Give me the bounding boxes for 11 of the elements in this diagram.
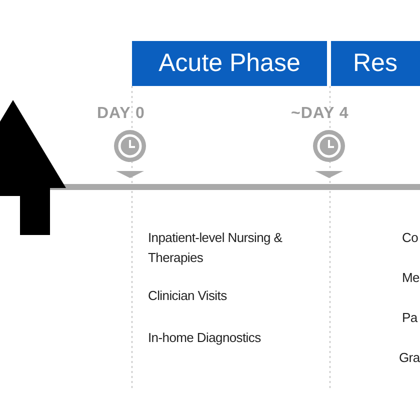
service-item: Clinician Visits <box>148 287 227 305</box>
service-item: Gra <box>399 349 420 367</box>
phase-banner: Res <box>331 41 420 86</box>
service-item: Pa <box>402 309 418 327</box>
service-item: In-home Diagnostics <box>148 329 261 347</box>
service-item: Me <box>402 269 420 287</box>
service-item: Inpatient-level Nursing & Therapies <box>148 229 284 267</box>
service-item: Co <box>402 229 418 247</box>
day-label: ~DAY 4 <box>291 105 349 123</box>
phase-banner: Acute Phase <box>132 41 327 86</box>
day-label: DAY 0 <box>97 105 145 123</box>
